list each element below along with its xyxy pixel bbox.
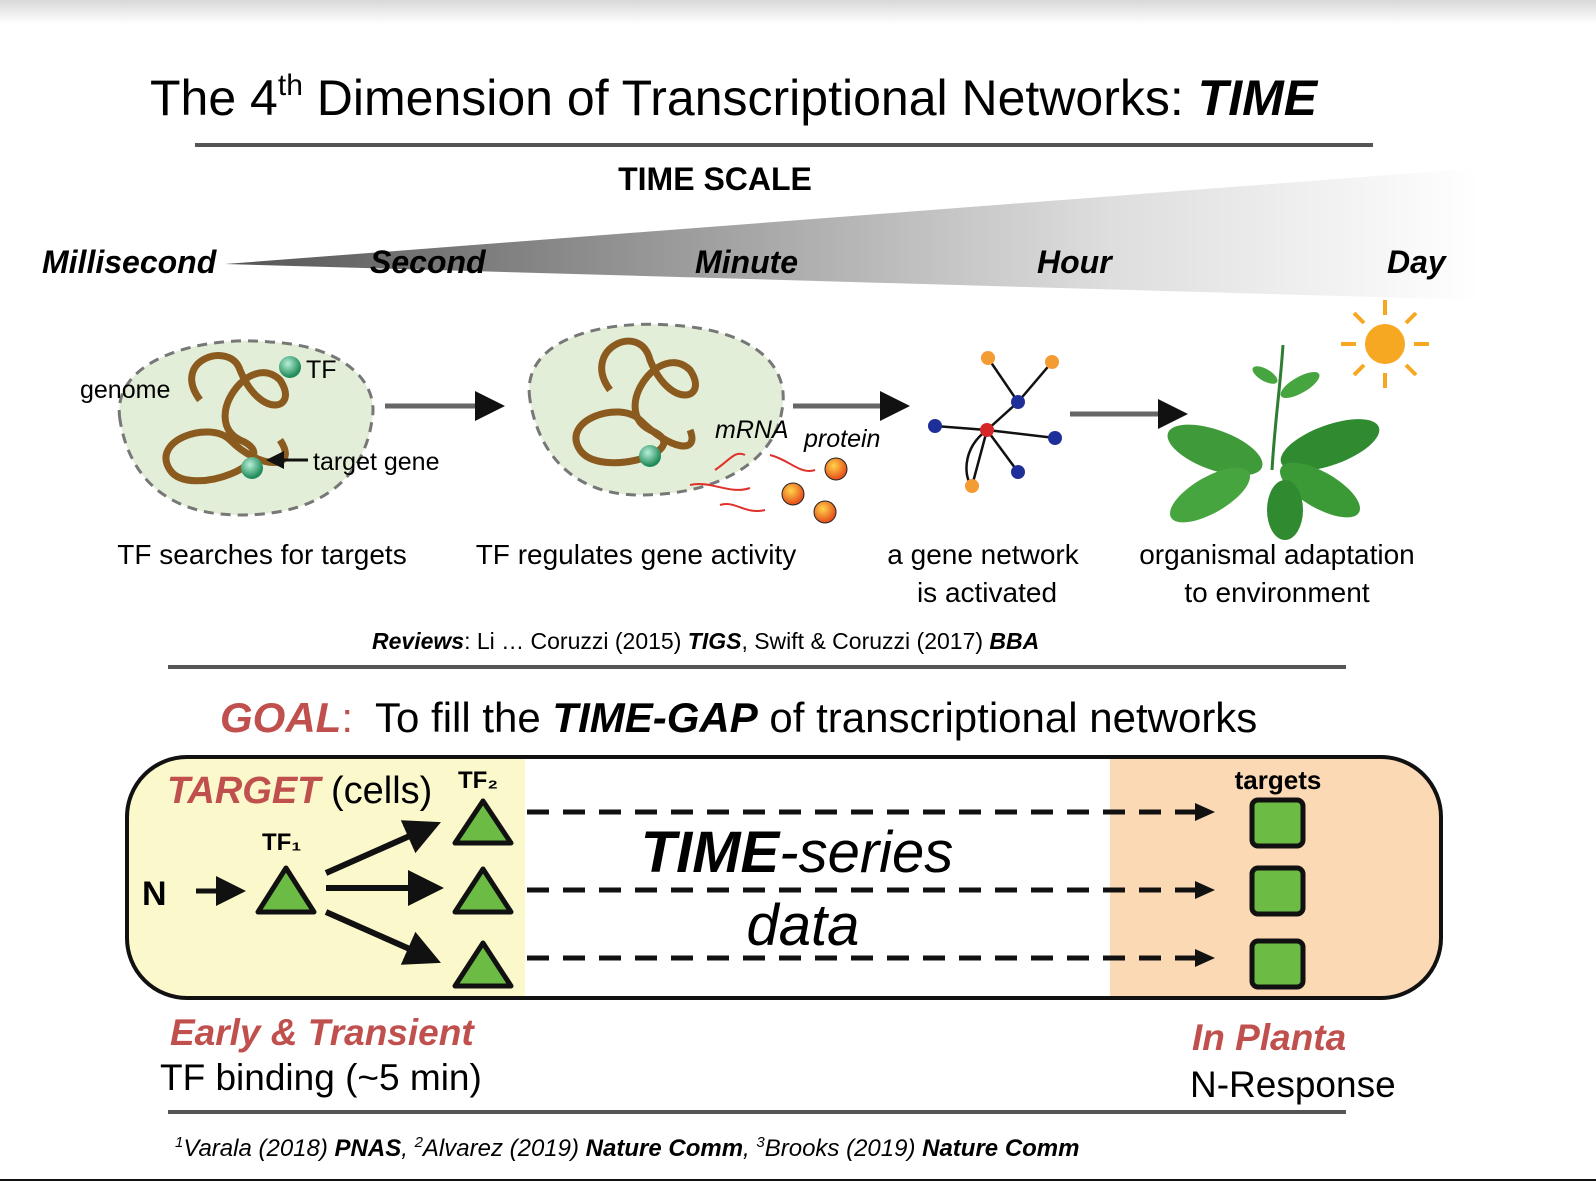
tf2-triangle-icon xyxy=(452,940,514,989)
tf2-triangle-icon xyxy=(452,866,514,915)
target-square-icon xyxy=(1249,865,1306,917)
data-label: data xyxy=(747,893,860,958)
targets-label: targets xyxy=(1235,765,1322,795)
target-cells-label: TARGET (cells) xyxy=(167,770,432,812)
in-planta-label: In Planta xyxy=(1192,1017,1346,1058)
sun-icon xyxy=(1341,300,1429,388)
caption-tf-searches: TF searches for targets xyxy=(117,539,406,570)
n-label: N xyxy=(142,875,167,913)
time-label-day: Day xyxy=(1387,244,1448,280)
time-series-label: TIME-series xyxy=(641,820,954,885)
arrowheads xyxy=(1195,803,1215,967)
cell-2-illustration xyxy=(527,322,848,524)
caption-plant-2: to environment xyxy=(1184,577,1369,608)
time-label-second: Second xyxy=(370,244,487,280)
goal-statement: GOAL:To fill the TIME-GAP of transcripti… xyxy=(220,694,1257,741)
n-response-label: N-Response xyxy=(1190,1064,1396,1105)
tf1-label: TF₁ xyxy=(262,829,301,856)
reviews-citation: Reviews: Li … Coruzzi (2015) TIGS, Swift… xyxy=(372,628,1039,654)
tf1-triangle-icon xyxy=(255,865,317,915)
regulation-arrows xyxy=(196,820,444,965)
tf2-triangle-icon xyxy=(452,798,514,846)
target-squares xyxy=(1249,797,1306,990)
caption-network-1: a gene network xyxy=(887,539,1079,570)
cell-1-illustration xyxy=(117,339,375,517)
time-label-hour: Hour xyxy=(1037,244,1113,280)
tf-ball-icon xyxy=(241,457,263,479)
protein-label: protein xyxy=(803,425,880,453)
target-square-icon xyxy=(1249,797,1306,849)
mrna-label: mRNA xyxy=(715,416,789,444)
time-scale-wedge xyxy=(225,168,1480,300)
top-band xyxy=(0,0,1596,24)
caption-network-2: is activated xyxy=(917,577,1057,608)
dashed-arrows xyxy=(527,809,1195,961)
genome-label: genome xyxy=(80,376,170,404)
time-label-millisecond: Millisecond xyxy=(42,244,218,280)
time-label-minute: Minute xyxy=(695,244,798,280)
slide-title: The 4th Dimension of Transcriptional Net… xyxy=(150,69,1319,126)
gene-network-icon xyxy=(928,351,1062,493)
target-square-icon xyxy=(1249,938,1306,990)
target-gene-label: target gene xyxy=(313,448,440,476)
plant-icon xyxy=(1167,344,1380,540)
tf-ball-icon xyxy=(279,356,301,378)
time-scale-heading: TIME SCALE xyxy=(618,161,812,197)
tf2-label: TF₂ xyxy=(458,767,498,794)
caption-tf-regulates: TF regulates gene activity xyxy=(476,539,797,570)
tf-label: TF xyxy=(306,356,337,384)
caption-plant-1: organismal adaptation xyxy=(1139,539,1415,570)
tf-triangles xyxy=(255,798,514,989)
footnote-citations: 1Varala (2018) PNAS, 2Alvarez (2019) Nat… xyxy=(175,1134,1079,1162)
early-transient-label: Early & Transient xyxy=(170,1012,475,1053)
tf-binding-label: TF binding (~5 min) xyxy=(160,1057,482,1098)
